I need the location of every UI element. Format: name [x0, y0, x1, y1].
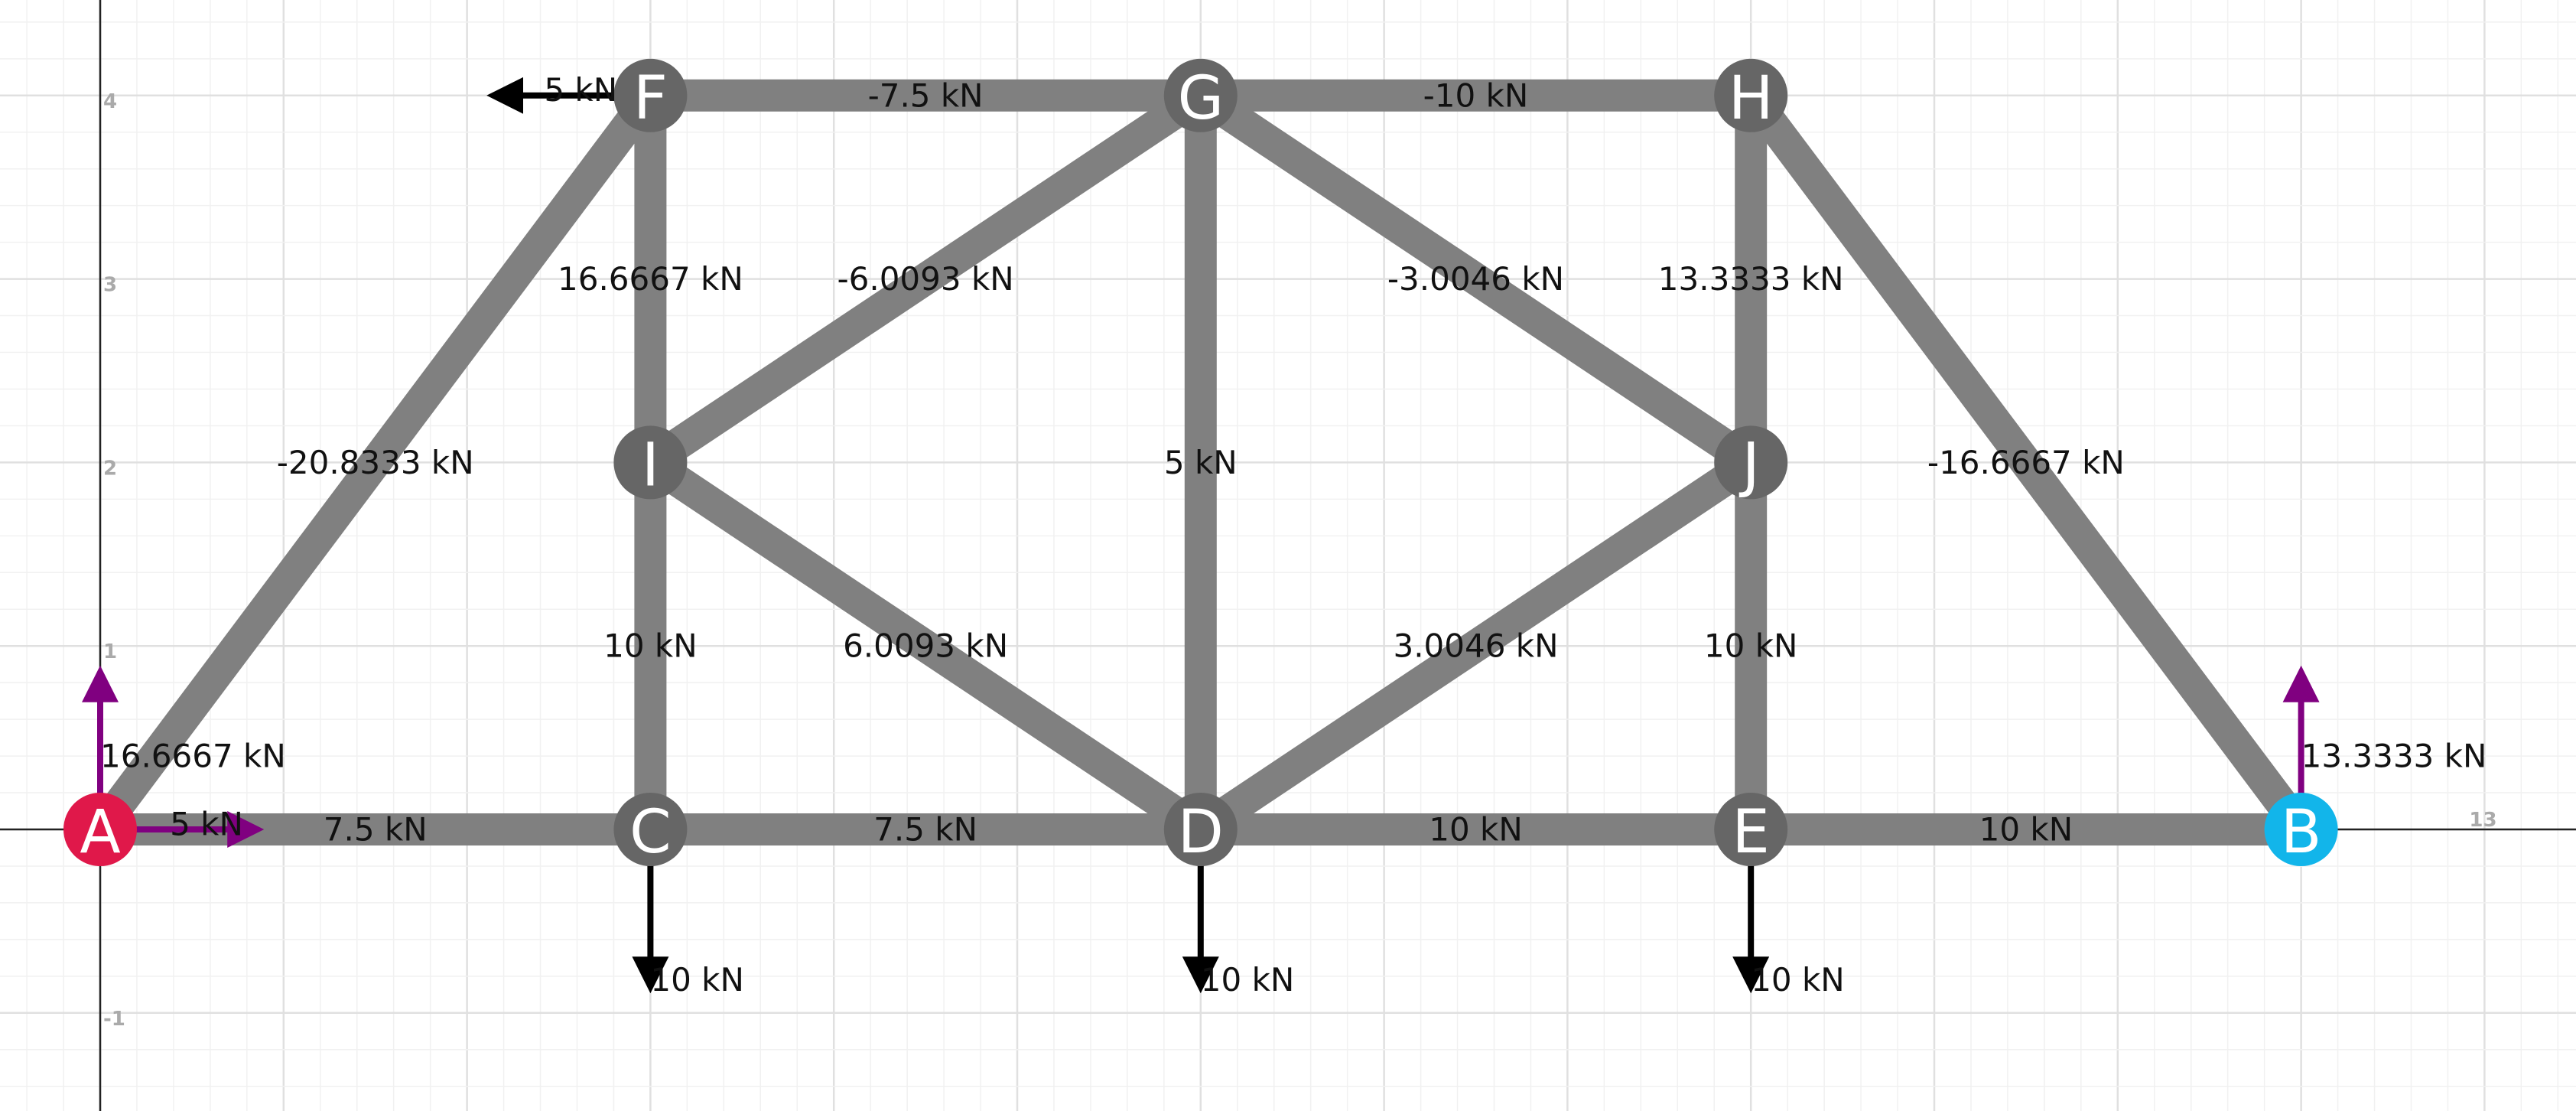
- node-label-E: E: [1732, 798, 1770, 867]
- member-force-label-EB: 10 kN: [1979, 811, 2073, 849]
- node-label-A: A: [80, 798, 120, 867]
- node-label-G: G: [1178, 64, 1224, 133]
- member-force-label-CD: 7.5 kN: [873, 811, 977, 849]
- axis-tick-label-y1: 1: [103, 640, 117, 663]
- member-force-label-JE: 10 kN: [1704, 627, 1798, 665]
- member-force-label-ID: 6.0093 kN: [843, 627, 1008, 665]
- member-GJ: [1184, 79, 1768, 479]
- node-C: C: [613, 793, 688, 867]
- node-marker-I: [613, 425, 688, 500]
- node-marker-G: [1163, 58, 1238, 132]
- load-label-load-D: 10 kN: [1201, 961, 1295, 999]
- node-marker-H: [1714, 58, 1788, 132]
- member-force-label-AC: 7.5 kN: [324, 811, 428, 849]
- axis-tick-label-y3: 3: [103, 274, 117, 297]
- truss-nodes: A C D E B F G H I J: [63, 58, 2338, 867]
- node-marker-E: [1714, 793, 1788, 866]
- node-marker-A: [63, 793, 137, 866]
- member-force-label-DE: 10 kN: [1429, 811, 1523, 849]
- member-force-label-HJ: 13.3333 kN: [1658, 260, 1844, 298]
- load-label-load-E: 10 kN: [1751, 961, 1845, 999]
- load-label-reaction-A-vertical: 16.6667 kN: [100, 738, 286, 775]
- load-label-reaction-B-vertical: 13.3333 kN: [2301, 738, 2487, 775]
- truss-members: [84, 79, 2317, 845]
- force-labels: 7.5 kN 7.5 kN 10 kN 10 kN -7.5 kN -10 kN -20.8…: [100, 71, 2487, 999]
- node-D: D: [1163, 793, 1238, 867]
- member-force-label-FG: -7.5 kN: [868, 77, 984, 114]
- member-IG: [634, 79, 1217, 479]
- member-force-label-FI: 16.6667 kN: [558, 260, 743, 298]
- member-JD: [1184, 446, 1768, 845]
- node-G: G: [1163, 58, 1238, 133]
- node-I: I: [613, 425, 688, 500]
- node-label-C: C: [629, 798, 671, 867]
- node-A: A: [63, 793, 137, 867]
- load-label-load-C: 10 kN: [650, 961, 744, 999]
- node-H: H: [1714, 58, 1788, 133]
- node-B: B: [2264, 793, 2338, 867]
- member-force-label-IC: 10 kN: [603, 627, 698, 665]
- node-F: F: [613, 58, 688, 133]
- node-label-F: F: [633, 64, 668, 133]
- member-force-label-AF: -20.8333 kN: [277, 444, 474, 481]
- axis-tick-label-y4: 4: [103, 90, 117, 113]
- node-marker-J: [1714, 425, 1788, 500]
- member-force-label-IG: -6.0093 kN: [837, 260, 1013, 298]
- member-AF: [84, 79, 667, 845]
- member-force-label-HB: -16.6667 kN: [1927, 444, 2125, 481]
- node-label-J: J: [1738, 431, 1760, 500]
- member-HB: [1735, 79, 2317, 845]
- load-label-reaction-A-horizontal: 5 kN: [170, 805, 243, 842]
- member-force-label-GJ: -3.0046 kN: [1387, 260, 1564, 298]
- node-E: E: [1714, 793, 1788, 867]
- member-force-label-JD: 3.0046 kN: [1393, 627, 1558, 665]
- node-label-I: I: [642, 431, 659, 500]
- axis-tick-label-y2: 2: [103, 457, 117, 480]
- member-force-label-GD: 5 kN: [1164, 444, 1238, 481]
- member-ID: [634, 446, 1217, 845]
- axis-tick-label-ym1: -1: [103, 1008, 125, 1031]
- node-label-B: B: [2281, 798, 2322, 867]
- node-label-H: H: [1729, 64, 1774, 133]
- member-force-label-GH: -10 kN: [1423, 77, 1529, 114]
- load-label-load-F: 5 kN: [544, 71, 617, 109]
- node-marker-F: [613, 58, 688, 132]
- node-marker-C: [613, 793, 688, 866]
- node-label-D: D: [1178, 798, 1224, 867]
- axis-tick-label-x13: 13: [2469, 809, 2496, 832]
- node-J: J: [1714, 425, 1788, 500]
- node-marker-B: [2264, 793, 2338, 866]
- node-marker-D: [1163, 793, 1238, 866]
